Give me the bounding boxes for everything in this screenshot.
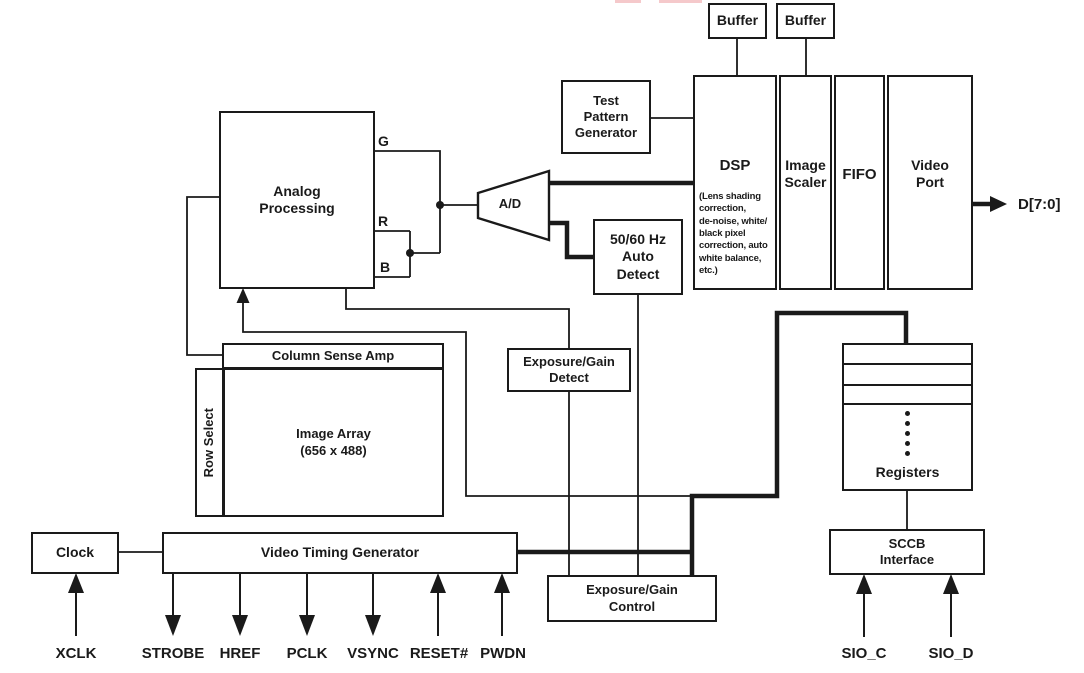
register-row-divider	[844, 384, 971, 386]
pin-label-pwdn: PWDN	[480, 645, 526, 662]
pin-label-reset: RESET#	[409, 645, 469, 662]
block-label: Buffer	[716, 12, 759, 29]
block-exposure-gain-detect: Exposure/Gain Detect	[507, 348, 631, 392]
pin-label-strobe: STROBE	[141, 645, 205, 662]
block-fifo: FIFO	[834, 75, 885, 290]
block-sccb-interface: SCCB Interface	[829, 529, 985, 575]
arrowhead-up-xclk	[68, 573, 84, 593]
register-row-divider	[844, 403, 971, 405]
block-test-pattern-generator: Test Pattern Generator	[561, 80, 651, 154]
block-label: Analog Processing	[259, 182, 335, 217]
register-row-divider	[844, 363, 971, 365]
block-label: Video Port	[911, 157, 949, 191]
pin-label-r: R	[378, 213, 389, 229]
pin-label-g: G	[378, 133, 389, 149]
block-dsp: DSP (Lens shading correction, de-noise, …	[693, 75, 777, 290]
block-registers: Registers	[842, 343, 973, 491]
block-label: Exposure/Gain Detect	[523, 353, 615, 385]
pin-label-pclk: PCLK	[286, 645, 328, 662]
block-exposure-gain-control: Exposure/Gain Control	[547, 575, 717, 622]
block-label: Registers	[875, 464, 940, 480]
top-artifact-fragment	[615, 0, 641, 3]
arrowhead-up-sio-c	[856, 574, 872, 594]
arrowhead-down-strobe	[165, 615, 181, 636]
thin-wires	[118, 39, 908, 575]
block-row-select: Row Select	[195, 368, 224, 517]
top-artifact-fragment	[659, 0, 702, 3]
block-clock: Clock	[31, 532, 119, 574]
block-label: Clock	[55, 544, 95, 561]
registers-ellipsis-dots	[844, 411, 971, 456]
pin-label-vsync: VSYNC	[347, 645, 399, 662]
block-label: Test Pattern Generator	[574, 92, 638, 141]
wire-g-output	[374, 150, 441, 253]
wire-control-to-analog	[242, 302, 692, 497]
block-column-sense-amp: Column Sense Amp	[222, 343, 444, 369]
adc-trapezoid	[476, 169, 551, 242]
arrowhead-up-reset	[430, 573, 446, 593]
junction-dot	[436, 201, 444, 209]
block-label: FIFO	[842, 166, 877, 183]
block-label: DSP	[719, 157, 751, 174]
block-label: Row Select	[201, 407, 217, 478]
block-image-array: Image Array (656 x 488)	[223, 368, 444, 517]
block-label: Video Timing Generator	[260, 544, 420, 561]
block-label: 50/60 Hz Auto Detect	[609, 230, 667, 282]
block-label: SCCB Interface	[879, 535, 935, 567]
arrowhead-right-data-bus	[990, 196, 1007, 212]
block-analog-processing: Analog Processing	[219, 111, 375, 289]
pin-label-sio-d: SIO_D	[928, 645, 974, 662]
dsp-detail-text: (Lens shading correction, de-noise, whit…	[699, 191, 768, 277]
arrowhead-up-analog	[236, 288, 250, 303]
block-label: Image Scaler	[784, 157, 827, 191]
pin-label-xclk: XCLK	[55, 645, 97, 662]
pin-label-data-bus: D[7:0]	[1018, 196, 1061, 213]
thick-buses	[517, 180, 991, 575]
block-image-scaler: Image Scaler	[779, 75, 832, 290]
block-50-60hz-auto-detect: 50/60 Hz Auto Detect	[593, 219, 683, 295]
block-video-timing-generator: Video Timing Generator	[162, 532, 518, 574]
block-label: Column Sense Amp	[271, 347, 395, 363]
block-dsp-pipeline: DSP (Lens shading correction, de-noise, …	[693, 75, 973, 290]
wire-r-b-output	[374, 230, 440, 278]
pin-label-sio-c: SIO_C	[841, 645, 887, 662]
arrowhead-down-href	[232, 615, 248, 636]
block-video-port: Video Port	[887, 75, 973, 290]
bus-registers-to-control	[689, 310, 909, 575]
arrowhead-up-sio-d	[943, 574, 959, 594]
pin-label-b: B	[380, 259, 391, 275]
arrowhead-down-pclk	[299, 615, 315, 636]
block-label: Exposure/Gain Control	[586, 582, 678, 614]
bus-adc-to-autodetect	[549, 220, 593, 260]
block-buffer-left: Buffer	[708, 3, 767, 39]
arrowhead-down-vsync	[365, 615, 381, 636]
junction-dot	[406, 249, 414, 257]
adc-label: A/D	[498, 196, 522, 211]
arrowheads	[68, 196, 1007, 636]
arrowhead-up-pwdn	[494, 573, 510, 593]
wire-analog-to-exposure-detect	[345, 288, 570, 348]
wire-column-sense-to-analog	[186, 196, 222, 356]
pin-label-href: HREF	[219, 645, 261, 662]
block-label: Image Array (656 x 488)	[296, 426, 371, 458]
block-buffer-right: Buffer	[776, 3, 835, 39]
io-stems	[75, 573, 952, 637]
block-label: Buffer	[784, 12, 827, 29]
